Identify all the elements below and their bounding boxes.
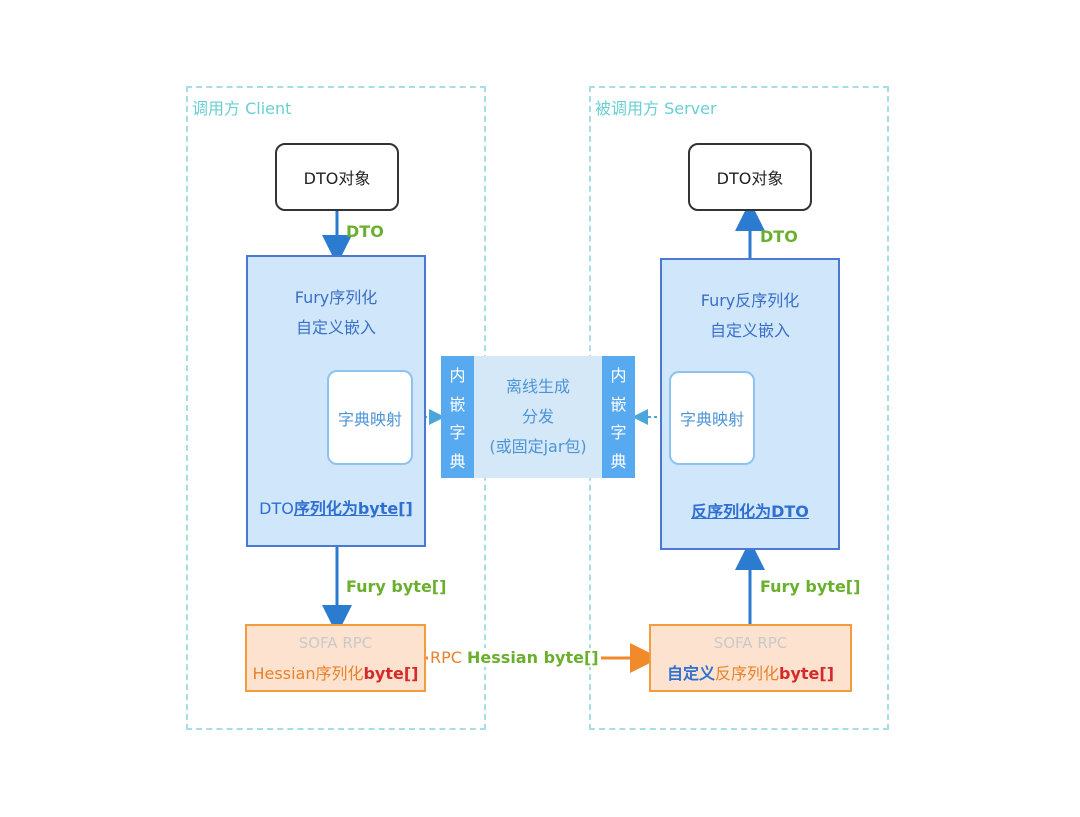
server-fury-arrow-label: Fury byte[]	[760, 577, 861, 596]
client-label: 调用方 Client	[192, 99, 292, 118]
server-deserialize-label: 反序列化为DTO	[691, 502, 809, 521]
offline-dict-box: 离线生成 分发 (或固定jar包)	[474, 356, 602, 478]
server-sofa-box: SOFA RPC 自定义反序列化byte[]	[649, 624, 852, 692]
server-dto-arrow-label: DTO	[760, 227, 798, 246]
client-serialize-label: DTO序列化为byte[]	[259, 499, 413, 518]
client-sofa-title: SOFA RPC	[298, 634, 373, 652]
client-dto-object: DTO对象	[275, 143, 399, 211]
server-label: 被调用方 Server	[595, 99, 717, 118]
client-fury-subtitle: 自定义嵌入	[295, 318, 376, 337]
left-embed-strip: 内嵌字典	[441, 356, 474, 478]
client-dto-arrow-label: DTO	[346, 222, 384, 241]
client-dict-box: 字典映射	[327, 370, 413, 465]
client-sofa-line: Hessian序列化byte[]	[252, 664, 419, 683]
server-dto-object: DTO对象	[688, 143, 812, 211]
rpc-label: RPC Hessian byte[]	[428, 648, 601, 667]
server-fury-title: Fury反序列化	[700, 291, 800, 310]
client-fury-arrow-label: Fury byte[]	[346, 577, 447, 596]
server-dict-box: 字典映射	[669, 371, 755, 465]
server-fury-subtitle: 自定义嵌入	[709, 321, 790, 340]
client-fury-title: Fury序列化	[294, 288, 378, 307]
right-embed-strip: 内嵌字典	[602, 356, 635, 478]
server-sofa-title: SOFA RPC	[713, 634, 788, 652]
server-sofa-line: 自定义反序列化byte[]	[666, 664, 835, 683]
client-sofa-box: SOFA RPC Hessian序列化byte[]	[245, 624, 426, 692]
